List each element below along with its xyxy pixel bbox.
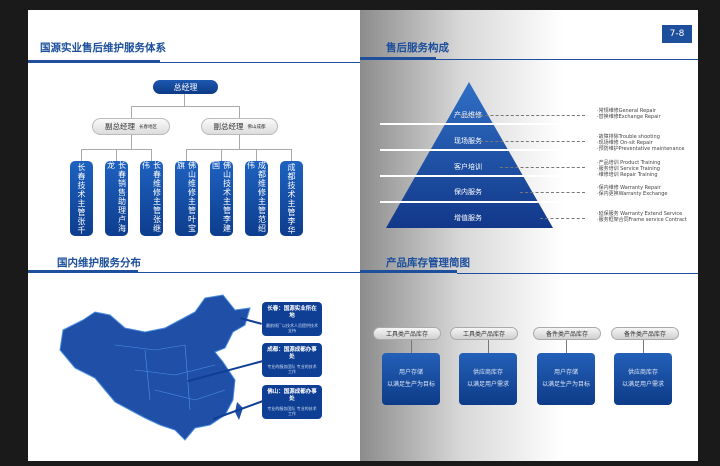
china-map: [59, 294, 251, 441]
page-number: 7-8: [662, 25, 692, 43]
pyramid-level-label: 增值服务: [454, 214, 482, 222]
connector: [131, 106, 240, 107]
dashed-leader: [520, 192, 585, 193]
inventory-label: 备件类产品库存: [533, 327, 601, 340]
connector: [131, 135, 132, 149]
staff-box: 佛山维修主管叶宝旗: [175, 161, 198, 236]
pyramid-level-desc: ·延保服务 Warranty Extend Service ·服务框架合同Fra…: [597, 211, 687, 223]
pyramid-level-desc: ·产品培训 Product Training ·服务培训 Service Tra…: [597, 160, 661, 178]
services-title: 售后服务构成: [386, 42, 449, 54]
org-title: 国源实业售后维护服务体系: [40, 42, 166, 54]
callout-title: 长春：国源实业所在地: [267, 306, 317, 319]
callout-changchun: 长春：国源实业所在地最前线厂以技术人员提供技术支持: [262, 302, 322, 336]
connector: [239, 106, 240, 118]
connector: [256, 149, 257, 161]
inventory-line2: 以满足生产为目标: [541, 381, 590, 388]
callout-title: 佛山：国源成都办事处: [267, 389, 317, 402]
vp-box-foshan: 副总经理佛山成都: [201, 118, 278, 135]
callout-text: 专业的服务团队 专业的技术工作: [267, 364, 317, 374]
inventory-box: 供应商库存以满足用户需求: [614, 353, 672, 405]
connector: [411, 340, 412, 353]
inventory-box: 供应商库存以满足用户需求: [459, 353, 517, 405]
divider: [28, 60, 160, 63]
dashed-leader: [540, 218, 585, 219]
connector: [184, 94, 185, 106]
callout-text: 最前线厂以技术人员提供技术支持: [266, 323, 318, 333]
divider: [457, 273, 698, 274]
callout-title: 成都：国源成都办事处: [267, 347, 317, 360]
inventory-line1: 供应商库存: [472, 369, 503, 376]
pyramid-level-label: 保内服务: [454, 188, 482, 196]
connector: [81, 149, 82, 161]
service-pyramid: [380, 82, 560, 228]
staff-box: 成都维修主管范绍伟: [245, 161, 268, 236]
divider: [160, 62, 360, 63]
vp-label: 副总经理: [105, 122, 135, 131]
pyramid-level-desc: ·常规维修General Repair ·替换维修Exchange Repair: [597, 108, 661, 120]
divider: [436, 59, 698, 60]
vp-region: 长春地区: [139, 124, 157, 130]
callout-text: 专业的服务团队 专业的技术工作: [267, 406, 317, 416]
inventory-line2: 以满足用户需求: [621, 381, 664, 388]
vp-label: 副总经理: [213, 122, 244, 131]
pyramid-level-desc: ·保内维修 Warranty Repair ·保内更换Warranty Exch…: [597, 185, 668, 197]
inventory-label: 工具类产品库存: [373, 327, 441, 340]
inventory-box: 用户存储以满足生产为目标: [382, 353, 440, 405]
map-title: 国内维护服务分布: [57, 257, 141, 269]
connector: [488, 340, 489, 353]
inventory-label: 工具类产品库存: [450, 327, 518, 340]
divider: [360, 57, 436, 60]
staff-box: 佛山技术主管李建国: [210, 161, 233, 236]
dashed-leader: [500, 167, 585, 168]
inventory-line2: 以满足生产为目标: [386, 381, 435, 388]
inventory-title: 产品库存管理简图: [386, 257, 470, 269]
divider: [138, 272, 360, 273]
connector: [239, 135, 240, 149]
connector: [186, 149, 187, 161]
connector: [291, 149, 292, 161]
dashed-leader: [480, 141, 585, 142]
connector: [566, 340, 567, 353]
divider: [360, 270, 457, 273]
divider: [28, 270, 138, 273]
inventory-line1: 用户存储: [553, 369, 578, 376]
staff-box: 成都技术主管李华: [280, 161, 303, 236]
inventory-label: 备件类产品库存: [611, 327, 679, 340]
staff-box: 长春销售助理卢海龙: [105, 161, 128, 236]
inventory-box: 用户存储以满足生产为目标: [537, 353, 595, 405]
pyramid-level-desc: ·故障排除Trouble shooting ·现场维修 On-sit Repai…: [597, 134, 685, 152]
vp-box-changchun: 副总经理长春地区: [92, 118, 170, 135]
inventory-line1: 用户存储: [398, 369, 423, 376]
ceo-box: 总经理: [153, 80, 218, 94]
connector: [643, 340, 644, 353]
staff-box: 长春维修主管张继伟: [140, 161, 163, 236]
dashed-leader: [460, 115, 585, 116]
connector: [116, 149, 117, 161]
connector: [151, 149, 152, 161]
connector: [221, 149, 222, 161]
connector: [186, 149, 291, 150]
pyramid-level-label: 现场服务: [454, 137, 482, 145]
connector: [131, 106, 132, 118]
staff-box: 长春技术主管张千: [70, 161, 93, 236]
inventory-line2: 以满足用户需求: [466, 381, 509, 388]
inventory-line1: 供应商库存: [627, 369, 658, 376]
callout-chengdu: 成都：国源成都办事处专业的服务团队 专业的技术工作: [262, 343, 322, 377]
vp-region: 佛山成都: [247, 124, 266, 130]
callout-foshan: 佛山：国源成都办事处专业的服务团队 专业的技术工作: [262, 385, 322, 419]
pyramid-level-label: 客户培训: [454, 163, 482, 171]
